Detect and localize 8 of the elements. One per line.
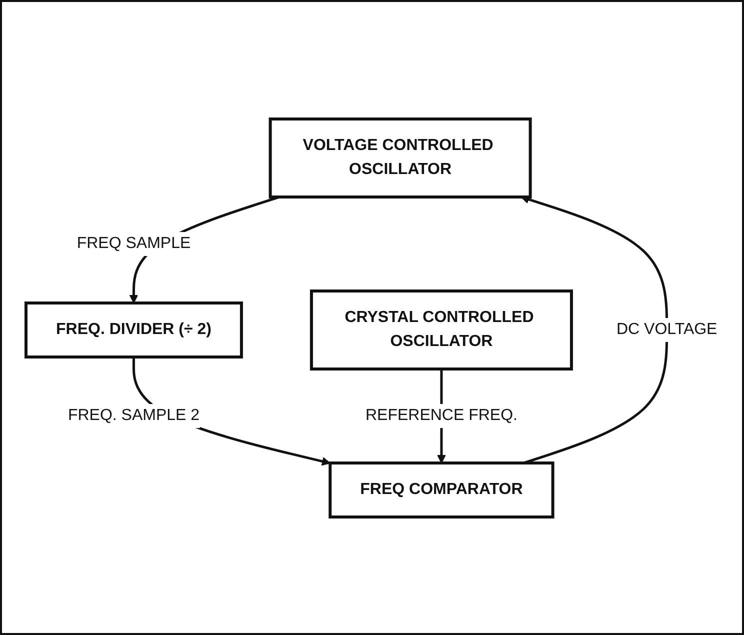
node-box: CRYSTAL CONTROLLED OSCILLATOR — [310, 289, 574, 370]
edge-label: FREQ SAMPLE — [77, 234, 192, 252]
edge-label: FREQ. SAMPLE 2 — [68, 406, 200, 424]
edge-label: DC VOLTAGE — [616, 320, 718, 338]
node-box: VOLTAGE CONTROLLED OSCILLATOR — [269, 117, 532, 198]
edge-label: REFERENCE FREQ. — [366, 406, 518, 424]
node-box: FREQ COMPARATOR — [329, 461, 555, 518]
node-box: FREQ. DIVIDER (÷ 2) — [24, 301, 244, 358]
